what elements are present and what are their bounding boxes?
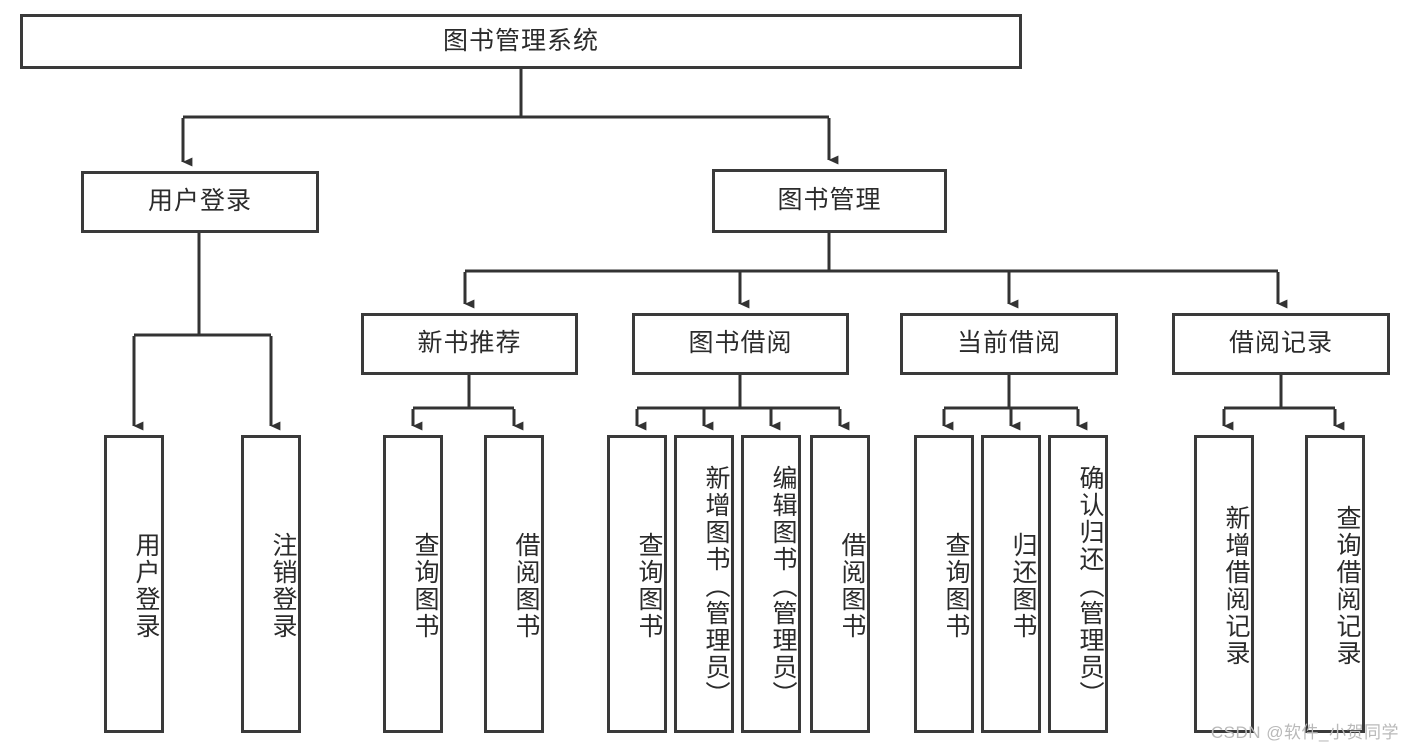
node-label: 查询图书 [942,532,970,640]
node-label: 借阅记录 [1228,329,1333,358]
leaf-user-login-logout[interactable]: 注销登录 [241,435,301,733]
node-borrow-record[interactable]: 借阅记录 [1172,313,1390,375]
node-book-management[interactable]: 图书管理 [712,169,947,233]
leaf-current-borrow-query[interactable]: 查询图书 [914,435,974,733]
node-label: 归还图书 [1009,532,1037,640]
node-label: 新书推荐 [417,329,522,358]
leaf-new-book-query[interactable]: 查询图书 [383,435,443,733]
leaf-book-borrow-borrow[interactable]: 借阅图书 [810,435,870,733]
node-label: 当前借阅 [956,329,1061,358]
node-label: 查询图书 [635,532,663,640]
leaf-new-book-borrow[interactable]: 借阅图书 [484,435,544,733]
node-label: 图书管理 [777,186,882,215]
node-book-borrow[interactable]: 图书借阅 [632,313,849,375]
node-label: 借阅图书 [838,532,866,640]
node-label: 用户登录 [132,532,160,640]
node-label: 图书借阅 [688,329,793,358]
node-root-system[interactable]: 图书管理系统 [20,14,1022,69]
leaf-borrow-record-query[interactable]: 查询借阅记录 [1305,435,1365,733]
leaf-book-borrow-add[interactable]: 新增图书（管理员） [674,435,734,733]
node-label: 新增借阅记录 [1222,505,1250,667]
node-label: 图书管理系统 [442,26,599,55]
node-label: 用户登录 [147,187,252,216]
node-label: 注销登录 [269,532,297,640]
node-label: 确认归还（管理员） [1076,464,1104,708]
leaf-book-borrow-query[interactable]: 查询图书 [607,435,667,733]
node-label: 编辑图书（管理员） [769,464,797,708]
leaf-user-login-login[interactable]: 用户登录 [104,435,164,733]
leaf-current-borrow-return[interactable]: 归还图书 [981,435,1041,733]
leaf-borrow-record-add[interactable]: 新增借阅记录 [1194,435,1254,733]
node-label: 查询图书 [411,532,439,640]
leaf-current-borrow-confirm-return[interactable]: 确认归还（管理员） [1048,435,1108,733]
node-user-login[interactable]: 用户登录 [81,171,319,233]
node-label: 查询借阅记录 [1333,505,1361,667]
node-label: 借阅图书 [512,532,540,640]
node-current-borrow[interactable]: 当前借阅 [900,313,1118,375]
node-new-book-recommend[interactable]: 新书推荐 [361,313,578,375]
node-label: 新增图书（管理员） [702,464,730,708]
leaf-book-borrow-edit[interactable]: 编辑图书（管理员） [741,435,801,733]
